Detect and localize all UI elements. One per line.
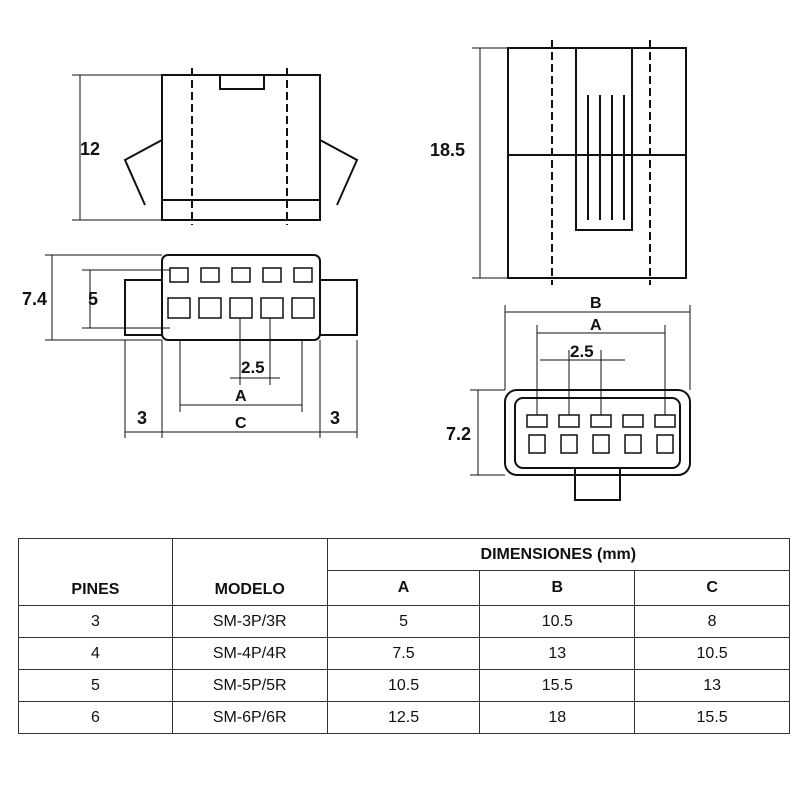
- cell-c: 10.5: [634, 637, 790, 670]
- front-outer-height-label: 7.4: [22, 289, 47, 309]
- cell-model: SM-6P/6R: [171, 701, 328, 734]
- front-a-label: A: [235, 388, 247, 405]
- header-a: A: [326, 570, 481, 606]
- right-height-label: 18.5: [430, 140, 465, 160]
- cell-pins: 4: [18, 637, 173, 670]
- dimensions-table: PINES MODELO DIMENSIONES (mm) A B C 3 SM…: [18, 538, 791, 734]
- side-height-label: 12: [80, 139, 100, 159]
- right-side-view: 18.5: [430, 40, 687, 285]
- front-inner-height-label: 5: [88, 289, 98, 309]
- cell-c: 13: [634, 669, 790, 702]
- header-b: B: [479, 570, 636, 606]
- cell-pins: 5: [18, 669, 173, 702]
- front-view: 7.4 5 2.5 A C 3 3: [22, 254, 358, 438]
- end-view: B A 2.5 7.2: [446, 295, 691, 501]
- cell-c: 15.5: [634, 701, 790, 734]
- front-right-margin-label: 3: [330, 408, 340, 428]
- cell-a: 10.5: [326, 669, 481, 702]
- cell-pins: 6: [18, 701, 173, 734]
- side-view: 12: [72, 68, 359, 225]
- table-row: 5 SM-5P/5R 10.5 15.5 13: [18, 669, 790, 702]
- end-a-label: A: [590, 317, 602, 334]
- header-dimensions: DIMENSIONES (mm): [326, 538, 791, 571]
- cell-b: 13: [479, 637, 636, 670]
- table-row: 3 SM-3P/3R 5 10.5 8: [18, 605, 790, 638]
- cell-b: 10.5: [479, 605, 636, 638]
- front-pitch-label: 2.5: [241, 358, 265, 377]
- cell-a: 12.5: [326, 701, 481, 734]
- cell-b: 15.5: [479, 669, 636, 702]
- cell-b: 18: [479, 701, 636, 734]
- table-row: 6 SM-6P/6R 12.5 18 15.5: [18, 701, 790, 734]
- end-pitch-label: 2.5: [570, 342, 594, 361]
- front-c-label: C: [235, 415, 247, 432]
- header-model: MODELO: [171, 538, 328, 606]
- cell-model: SM-5P/5R: [171, 669, 328, 702]
- header-c: C: [634, 570, 790, 606]
- header-pins: PINES: [18, 538, 173, 606]
- end-b-label: B: [590, 295, 602, 312]
- cell-model: SM-4P/4R: [171, 637, 328, 670]
- cell-c: 8: [634, 605, 790, 638]
- end-height-label: 7.2: [446, 424, 471, 444]
- cell-model: SM-3P/3R: [171, 605, 328, 638]
- table-row: 4 SM-4P/4R 7.5 13 10.5: [18, 637, 790, 670]
- technical-drawing: 12 7.4 5 2.5 A C 3: [22, 40, 691, 501]
- cell-pins: 3: [18, 605, 173, 638]
- cell-a: 5: [326, 605, 481, 638]
- front-left-margin-label: 3: [137, 408, 147, 428]
- cell-a: 7.5: [326, 637, 481, 670]
